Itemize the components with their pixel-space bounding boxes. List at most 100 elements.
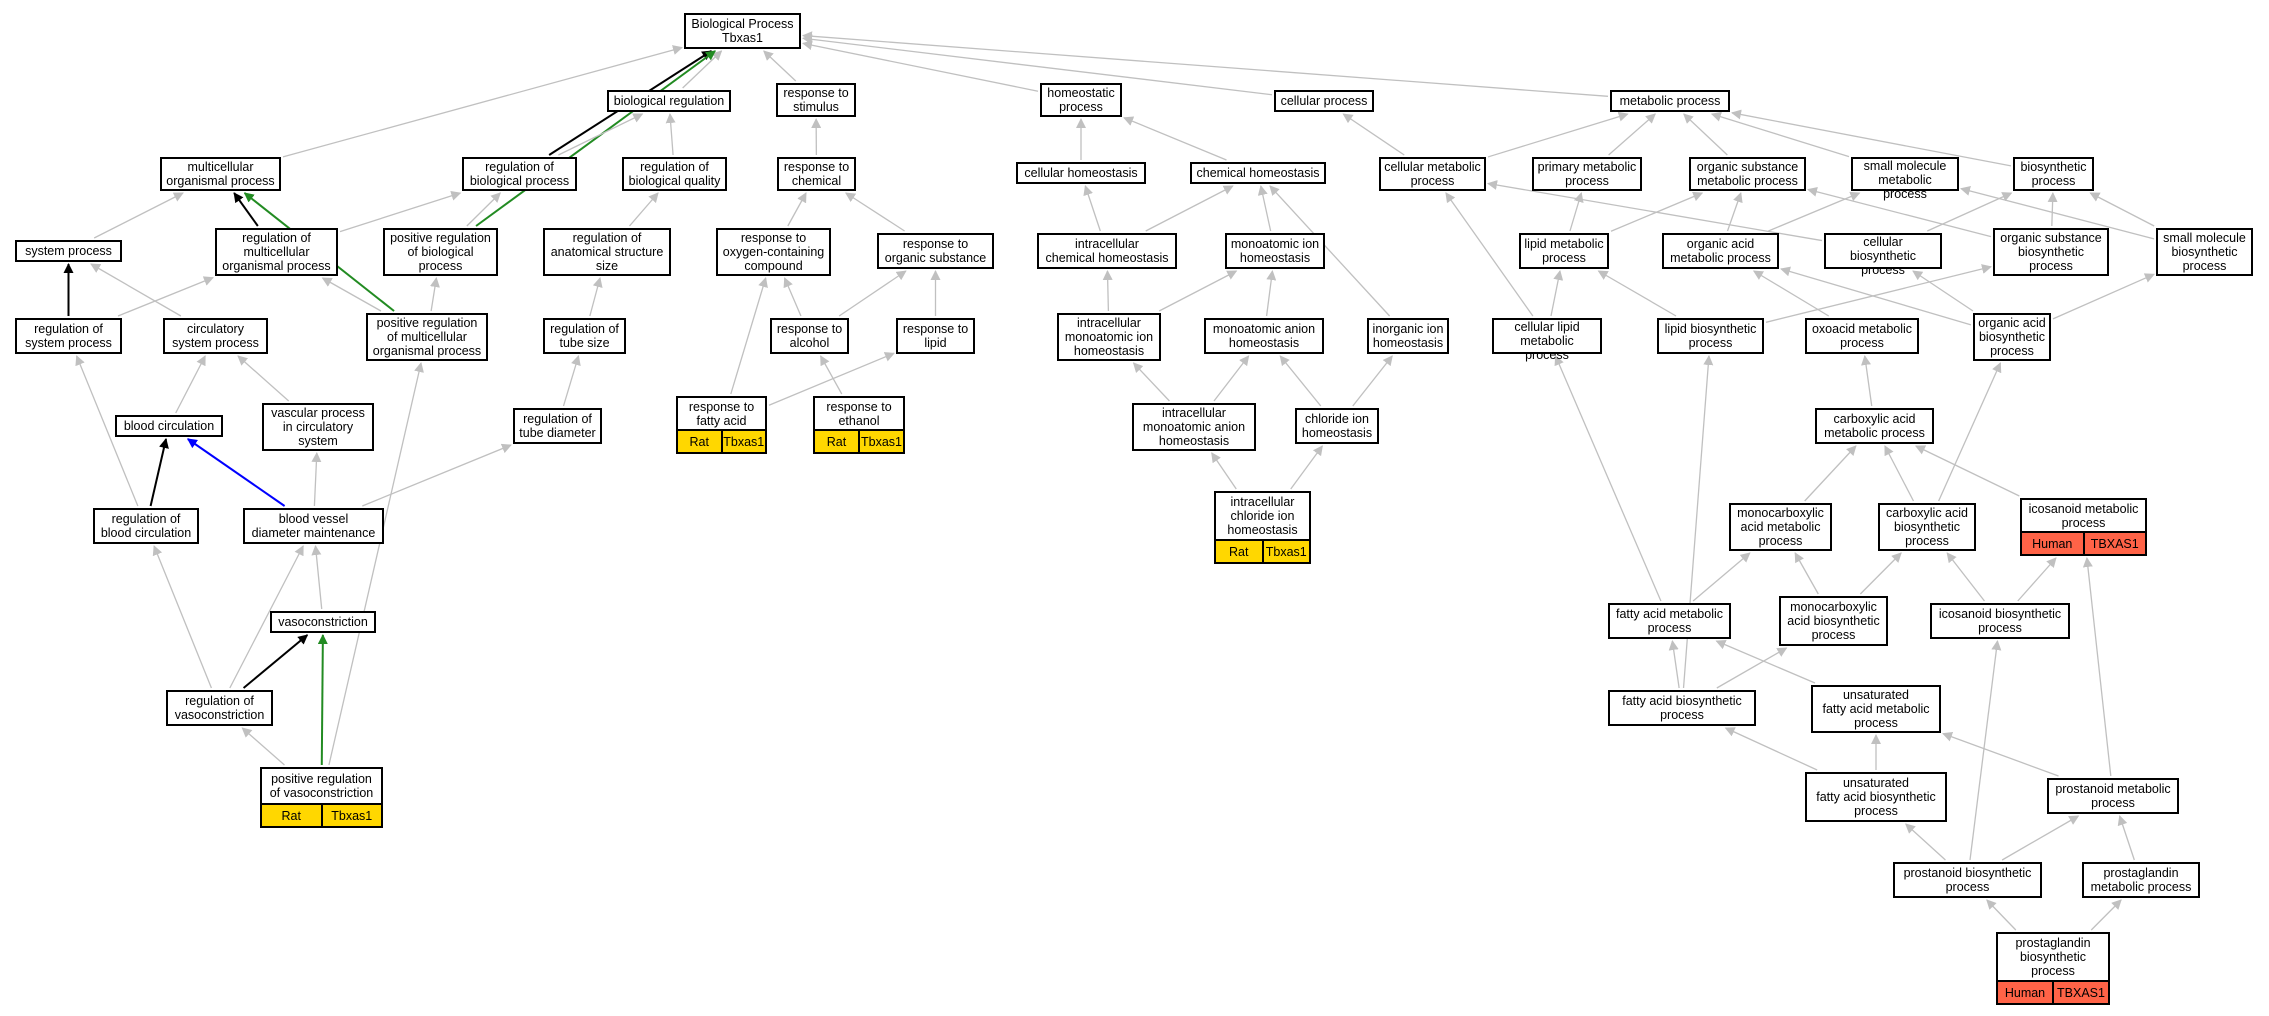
node-prim-metab[interactable]: primary metabolic process: [1532, 157, 1642, 191]
node-label: intracellular chloride ion homeostasis: [1227, 495, 1298, 537]
node-resp-org-sub[interactable]: response to organic substance: [877, 233, 994, 269]
node-carbox-biosyn[interactable]: carboxylic acid biosynthetic process: [1878, 503, 1976, 551]
node-mono-ion-homeo[interactable]: monoatomic ion homeostasis: [1225, 233, 1325, 269]
node-label: intracellular monoatomic ion homeostasis: [1064, 316, 1154, 358]
node-resp-alc[interactable]: response to alcohol: [770, 318, 849, 354]
node-pos-reg-multi[interactable]: positive regulation of multicellular org…: [366, 313, 488, 361]
node-cell-proc[interactable]: cellular process: [1274, 90, 1374, 112]
node-metab[interactable]: metabolic process: [1610, 90, 1730, 112]
node-fatty-biosyn[interactable]: fatty acid biosynthetic process: [1608, 690, 1756, 726]
node-label: prostaglandin metabolic process: [2090, 866, 2192, 894]
node-intra-mono-anion[interactable]: intracellular monoatomic anion homeostas…: [1132, 403, 1256, 451]
edge-reg-vasocon-to-reg-blood-circ: [152, 545, 213, 689]
node-label: response to chemical: [783, 160, 850, 188]
gene-tag: TBXAS1: [2052, 982, 2108, 1003]
node-lipid-biosyn[interactable]: lipid biosynthetic process: [1657, 318, 1764, 354]
node-root[interactable]: Biological Process Tbxas1: [684, 13, 801, 49]
node-prost-biosyn[interactable]: prostanoid biosynthetic process: [1893, 862, 2042, 898]
node-intra-mono-ion[interactable]: intracellular monoatomic ion homeostasis: [1057, 313, 1161, 361]
edge-monocarb-metab-to-carbox-metab: [1804, 445, 1857, 502]
node-mono-anion[interactable]: monoatomic anion homeostasis: [1204, 318, 1324, 354]
node-label: intracellular monoatomic anion homeostas…: [1142, 406, 1246, 448]
node-unsat-metab[interactable]: unsaturated fatty acid metabolic process: [1811, 685, 1941, 733]
node-label: response to lipid: [902, 322, 969, 350]
edge-sys-proc-to-multi-org: [93, 192, 184, 239]
edge-resp-stim-to-root: [763, 50, 797, 82]
node-label: unsaturated fatty acid biosynthetic proc…: [1816, 776, 1936, 818]
node-reg-sys[interactable]: regulation of system process: [15, 318, 122, 354]
node-prost-metab[interactable]: prostanoid metabolic process: [2047, 778, 2179, 814]
gene-tag: Tbxas1: [858, 431, 903, 452]
edge-icos-biosyn-to-icos-metab: [2017, 557, 2057, 602]
node-cell-metab[interactable]: cellular metabolic process: [1379, 157, 1486, 191]
edge-resp-fatty-to-resp-oxy: [730, 277, 768, 395]
edge-unsat-metab-to-fatty-metab: [1715, 639, 1816, 684]
node-small-mol-metab[interactable]: small molecule metabolic process: [1851, 157, 1959, 201]
node-reg-multi[interactable]: regulation of multicellular organismal p…: [215, 228, 338, 276]
node-unsat-biosyn[interactable]: unsaturated fatty acid biosynthetic proc…: [1805, 772, 1947, 822]
node-monocarb-biosyn[interactable]: monocarboxylic acid biosynthetic process: [1779, 596, 1888, 646]
node-cell-biosyn[interactable]: cellular biosynthetic process: [1824, 233, 1942, 277]
node-biosyn[interactable]: biosynthetic process: [2013, 157, 2094, 191]
node-fatty-metab[interactable]: fatty acid metabolic process: [1608, 603, 1731, 639]
node-multi-org[interactable]: multicellular organismal process: [160, 157, 281, 191]
node-vasc-proc[interactable]: vascular process in circulatory system: [262, 403, 374, 451]
node-carbox-metab[interactable]: carboxylic acid metabolic process: [1815, 408, 1934, 444]
node-reg-tube-size[interactable]: regulation of tube size: [543, 318, 626, 354]
node-pos-reg-bio[interactable]: positive regulation of biological proces…: [383, 228, 498, 276]
node-org-sub-metab[interactable]: organic substance metabolic process: [1689, 157, 1806, 191]
node-reg-tube-diam[interactable]: regulation of tube diameter: [513, 408, 602, 444]
node-prosta-metab[interactable]: prostaglandin metabolic process: [2082, 862, 2200, 898]
node-reg-qual[interactable]: regulation of biological quality: [622, 157, 727, 191]
node-homeo[interactable]: homeostatic process: [1040, 83, 1122, 117]
node-label: organic acid biosynthetic process: [1978, 316, 2046, 358]
node-label: positive regulation of multicellular org…: [372, 316, 482, 358]
node-org-acid-metab[interactable]: organic acid metabolic process: [1662, 233, 1779, 269]
node-oxoacid-metab[interactable]: oxoacid metabolic process: [1805, 318, 1919, 354]
node-resp-chem[interactable]: response to chemical: [777, 157, 856, 191]
node-reg-anat[interactable]: regulation of anatomical structure size: [543, 228, 671, 276]
node-label: chemical homeostasis: [1196, 166, 1320, 180]
node-resp-stim[interactable]: response to stimulus: [776, 83, 856, 117]
node-bv-diam[interactable]: blood vessel diameter maintenance: [243, 508, 384, 544]
node-vasocon[interactable]: vasoconstriction: [270, 611, 376, 633]
node-org-acid-biosyn[interactable]: organic acid biosynthetic process: [1973, 313, 2051, 361]
node-small-mol-biosyn[interactable]: small molecule biosynthetic process: [2156, 228, 2253, 276]
node-chem-homeo[interactable]: chemical homeostasis: [1190, 162, 1326, 184]
node-resp-lipid[interactable]: response to lipid: [896, 318, 975, 354]
species-tag: Rat: [678, 431, 721, 452]
edge-prosta-biosyn-to-prost-biosyn: [1986, 899, 2017, 931]
node-chloride-homeo[interactable]: chloride ion homeostasis: [1295, 408, 1379, 444]
node-intra-chem-homeo[interactable]: intracellular chemical homeostasis: [1037, 233, 1177, 269]
node-monocarb-metab[interactable]: monocarboxylic acid metabolic process: [1729, 503, 1832, 551]
node-reg-blood-circ[interactable]: regulation of blood circulation: [93, 508, 199, 544]
node-cell-homeo[interactable]: cellular homeostasis: [1016, 162, 1146, 184]
node-icos-biosyn[interactable]: icosanoid biosynthetic process: [1930, 603, 2070, 639]
node-org-sub-biosyn[interactable]: organic substance biosynthetic process: [1993, 228, 2109, 276]
node-label: regulation of system process: [25, 322, 112, 350]
edge-cell-proc-to-root: [802, 34, 1273, 96]
node-label: response to organic substance: [884, 237, 987, 265]
node-inorg-ion[interactable]: inorganic ion homeostasis: [1367, 318, 1449, 354]
node-lipid-metab[interactable]: lipid metabolic process: [1519, 233, 1609, 269]
node-circ-sys[interactable]: circulatory system process: [163, 318, 268, 354]
node-reg-vasocon[interactable]: regulation of vasoconstriction: [166, 690, 273, 726]
node-label: regulation of blood circulation: [100, 512, 192, 540]
node-sys-proc[interactable]: system process: [15, 240, 122, 262]
edge-intra-mono-anion-to-mono-anion: [1213, 355, 1250, 402]
node-bio-reg[interactable]: biological regulation: [607, 90, 731, 112]
node-blood-circ[interactable]: blood circulation: [115, 415, 223, 437]
edge-cell-lipid-metab-to-cell-metab: [1445, 192, 1534, 317]
node-reg-bio[interactable]: regulation of biological process: [462, 157, 577, 191]
node-label: regulation of vasoconstriction: [174, 694, 265, 722]
node-cell-lipid-metab[interactable]: cellular lipid metabolic process: [1492, 318, 1602, 362]
node-resp-oxy[interactable]: response to oxygen-containing compound: [716, 228, 831, 276]
